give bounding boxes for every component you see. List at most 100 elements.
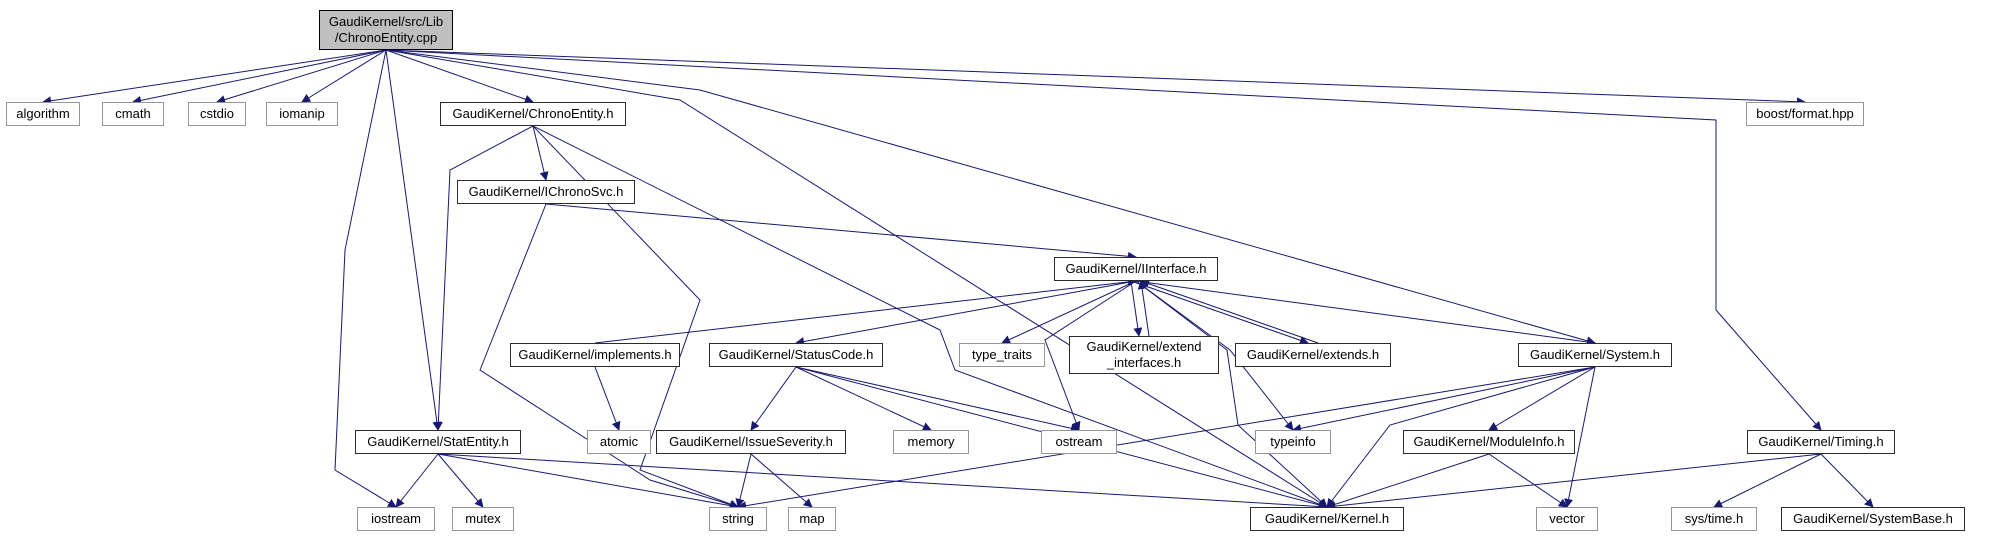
node-label: iostream: [371, 510, 421, 526]
node-label: GaudiKernel/extends.h: [1246, 346, 1380, 362]
edge-system-vector: [1564, 366, 1596, 508]
node-ichronosvc[interactable]: GaudiKernel/IChronoSvc.h: [457, 180, 635, 204]
edge-system-moduleinfo: [1488, 366, 1596, 431]
node-label: string: [722, 510, 754, 526]
node-label: GaudiKernel/SystemBase.h: [1793, 510, 1953, 526]
node-implements[interactable]: GaudiKernel/implements.h: [510, 343, 680, 367]
edge-statentity-string: [437, 453, 739, 511]
node-label: _interfaces.h: [1106, 355, 1182, 370]
edge-cpp-statentity: [385, 49, 442, 431]
edge-ichronosvc-string: [479, 203, 739, 509]
edge-iinterface-system: [1135, 280, 1596, 347]
node-label: algorithm: [16, 105, 70, 121]
node-label: map: [799, 510, 825, 526]
node-ostream: ostream: [1041, 430, 1117, 454]
node-label: GaudiKernel/Kernel.h: [1264, 510, 1390, 526]
edge-extends-iinterface: [1140, 279, 1319, 344]
edge-system-string: [737, 366, 1596, 511]
node-label: GaudiKernel/ModuleInfo.h: [1413, 433, 1565, 449]
edge-iinterface-kernel: [1135, 280, 1328, 508]
node-system[interactable]: GaudiKernel/System.h: [1518, 343, 1672, 367]
node-label: GaudiKernel/implements.h: [518, 346, 672, 362]
edge-chronoentity-statentity: [433, 125, 534, 431]
edge-cpp-iomanip: [301, 49, 387, 103]
edge-chronoentity-kernel: [532, 125, 1328, 509]
edge-issueseverity-string: [735, 453, 752, 508]
node-label: cstdio: [200, 105, 234, 121]
node-label: GaudiKernel/extend: [1086, 338, 1202, 354]
edge-iinterface-extends: [1130, 280, 1309, 345]
edge-statuscode-issueseverity: [750, 366, 797, 431]
node-label: atomic: [599, 433, 639, 449]
node-kernel[interactable]: GaudiKernel/Kernel.h: [1250, 507, 1404, 531]
node-cpp[interactable]: GaudiKernel/src/Lib/ChronoEntity.cpp: [319, 10, 453, 50]
edge-statentity-mutex: [437, 453, 484, 508]
node-boostformat: boost/format.hpp: [1746, 102, 1864, 126]
edge-implements-atomic: [594, 366, 621, 431]
node-issueseverity[interactable]: GaudiKernel/IssueSeverity.h: [656, 430, 846, 454]
node-cstdio: cstdio: [188, 102, 246, 126]
node-systime: sys/time.h: [1671, 507, 1757, 531]
node-vector: vector: [1536, 507, 1598, 531]
edge-statentity-kernel: [437, 453, 1328, 512]
node-moduleinfo[interactable]: GaudiKernel/ModuleInfo.h: [1403, 430, 1575, 454]
node-map: map: [788, 507, 836, 531]
edge-cpp-iostream: [334, 49, 397, 508]
node-label: GaudiKernel/IssueSeverity.h: [669, 433, 833, 449]
node-cmath: cmath: [102, 102, 164, 126]
node-label: memory: [907, 433, 955, 449]
node-extends[interactable]: GaudiKernel/extends.h: [1235, 343, 1391, 367]
edge-iinterface-typetraits: [1001, 280, 1137, 344]
edge-extendinterfaces-iinterface: [1137, 280, 1150, 337]
node-label: iomanip: [279, 105, 325, 121]
node-label: ostream: [1055, 433, 1103, 449]
node-label: GaudiKernel/src/Lib: [328, 13, 444, 29]
edge-statuscode-ostream: [795, 366, 1080, 433]
edge-cpp-cstdio: [216, 49, 387, 104]
node-iomanip: iomanip: [266, 102, 338, 126]
node-chronoentity[interactable]: GaudiKernel/ChronoEntity.h: [440, 102, 626, 126]
edge-cpp-algorithm: [42, 49, 387, 106]
node-label: GaudiKernel/System.h: [1529, 346, 1661, 362]
edge-iinterface-extendinterfaces: [1130, 280, 1143, 337]
edge-statuscode-memory: [795, 366, 932, 431]
edge-cpp-chronoentity: [385, 49, 534, 104]
node-extendinterfaces[interactable]: GaudiKernel/extend_interfaces.h: [1069, 336, 1219, 374]
node-label: GaudiKernel/StatEntity.h: [367, 433, 509, 449]
node-label: type_traits: [972, 346, 1032, 362]
edge-timing-systembase: [1820, 453, 1874, 508]
node-mutex: mutex: [452, 507, 514, 531]
edge-cpp-timing: [385, 49, 1822, 431]
node-label: vector: [1549, 510, 1585, 526]
node-label: /ChronoEntity.cpp: [334, 30, 438, 45]
node-statuscode[interactable]: GaudiKernel/StatusCode.h: [709, 343, 883, 367]
node-timing[interactable]: GaudiKernel/Timing.h: [1747, 430, 1895, 454]
node-statentity[interactable]: GaudiKernel/StatEntity.h: [355, 430, 521, 454]
edge-cpp-boostformat: [385, 49, 1806, 107]
node-typetraits: type_traits: [959, 343, 1045, 367]
node-label: GaudiKernel/IInterface.h: [1065, 260, 1207, 276]
node-iostream: iostream: [357, 507, 435, 531]
node-label: GaudiKernel/StatusCode.h: [718, 346, 874, 362]
node-label: sys/time.h: [1684, 510, 1744, 526]
node-label: typeinfo: [1270, 433, 1316, 449]
edge-chronoentity-ichronosvc: [532, 125, 549, 181]
edge-system-kernel: [1326, 366, 1596, 508]
edge-chronoentity-string: [532, 125, 739, 509]
node-iinterface[interactable]: GaudiKernel/IInterface.h: [1054, 257, 1218, 281]
node-memory: memory: [893, 430, 969, 454]
node-label: GaudiKernel/Timing.h: [1758, 433, 1884, 449]
edge-moduleinfo-vector: [1488, 453, 1568, 508]
node-atomic: atomic: [587, 430, 651, 454]
edge-implements-iinterface: [594, 277, 1137, 344]
edge-ichronosvc-iinterface: [545, 203, 1137, 261]
edge-timing-systime: [1713, 453, 1822, 508]
edge-issueseverity-map: [750, 453, 813, 508]
edge-moduleinfo-kernel: [1326, 453, 1490, 509]
edge-system-typeinfo: [1292, 366, 1596, 433]
edge-iinterface-statuscode: [795, 280, 1137, 346]
node-string: string: [709, 507, 767, 531]
node-systembase[interactable]: GaudiKernel/SystemBase.h: [1781, 507, 1965, 531]
